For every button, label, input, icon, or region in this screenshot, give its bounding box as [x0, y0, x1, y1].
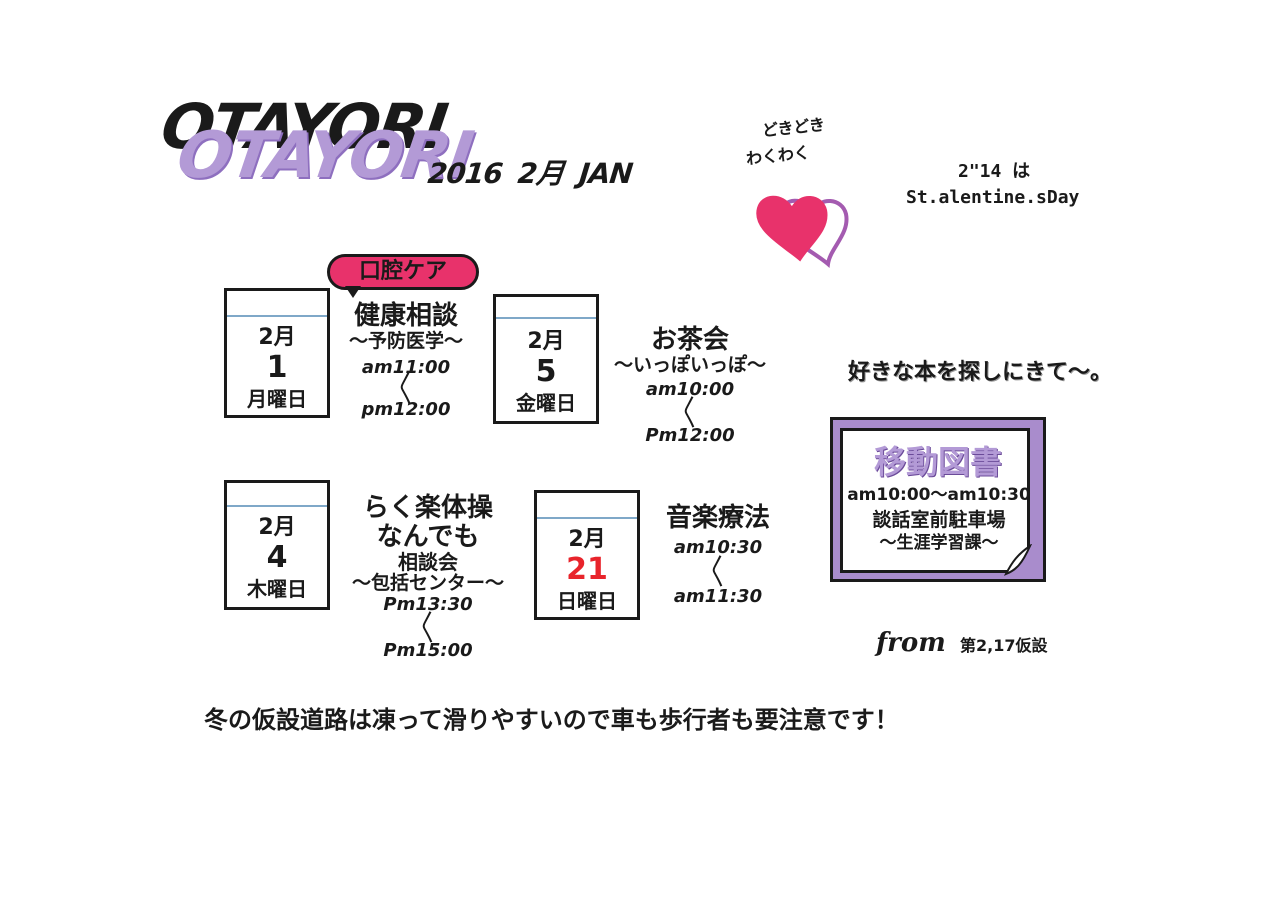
event-title-3: 相談会	[398, 550, 458, 575]
calendar-feb-5: 2月 5 金曜日	[493, 294, 599, 424]
event-1-info: 健康相談 ～予防医学～ am11:00 〱 pm12:00	[336, 302, 476, 421]
library-time: am10:00～am10:30	[847, 485, 1031, 505]
cal-weekday: 日曜日	[557, 589, 617, 613]
oral-care-badge: 口腔ケア	[327, 254, 479, 290]
calendar-feb-4: 2月 4 木曜日	[224, 480, 330, 610]
year: 2016	[426, 157, 504, 190]
cal-weekday: 月曜日	[247, 387, 307, 411]
event-title: 音楽療法	[665, 503, 770, 533]
cal-day: 5	[535, 354, 557, 389]
library-title: 移動図書	[873, 443, 1002, 481]
calendar-feb-1: 2月 1 月曜日	[224, 288, 330, 418]
cal-month: 2月	[258, 515, 296, 540]
event-sep: 〱	[709, 562, 726, 582]
subtitle: 2016 2月 JAN	[426, 157, 650, 190]
cal-month: 2月	[258, 325, 296, 350]
cal-day: 1	[266, 350, 288, 385]
library-card	[840, 428, 1030, 573]
from-org: 第2,17仮設	[960, 636, 1048, 655]
cal-day: 4	[266, 540, 288, 575]
library-place: 談話室前駐車場	[872, 509, 1006, 531]
event-end: pm12:00	[361, 399, 451, 421]
event-title: お茶会	[650, 325, 729, 355]
event-start: Pm13:30	[383, 594, 473, 616]
event-sep: 〱	[681, 403, 698, 423]
event-sub: ～包括センター～	[351, 572, 504, 595]
library-note: 好きな本を探しにきて～。	[848, 360, 1113, 385]
event-sep: 〱	[397, 379, 414, 399]
cal-month: 2月	[527, 329, 565, 354]
heart-label-2: わくわく	[745, 142, 811, 169]
month-en: JAN	[577, 157, 634, 190]
valentine-name: St.alentine.sDay	[906, 187, 1080, 208]
cal-weekday: 木曜日	[247, 577, 307, 601]
event-start: am11:00	[361, 357, 451, 379]
event-2-info: お茶会 ～いっぽいっぽ～ am10:00 〱 Pm12:00	[600, 326, 780, 447]
event-title-2: なんでも	[376, 521, 480, 552]
event-sep: 〱	[419, 617, 436, 637]
page-curl-icon	[1004, 544, 1032, 576]
heart-label-1: どきどき	[761, 114, 826, 141]
cal-weekday: 金曜日	[516, 391, 576, 415]
event-title: 健康相談	[353, 301, 458, 331]
event-start: am10:30	[673, 536, 763, 558]
event-end: am11:30	[673, 586, 763, 608]
event-end: Pm12:00	[645, 425, 735, 447]
cal-month: 2月	[568, 527, 606, 552]
from-label: from	[876, 628, 946, 658]
cal-day: 21	[566, 552, 608, 587]
event-start: am10:00	[645, 379, 735, 401]
event-sub: ～いっぽいっぽ～	[613, 353, 766, 376]
event-sub: ～予防医学～	[348, 329, 463, 352]
event-3-info: らく楽体操 なんでも 相談会 ～包括センター～ Pm13:30 〱 Pm15:0…	[336, 494, 520, 661]
valentine-date: 2"14 は	[958, 161, 1031, 182]
event-title: らく楽体操	[362, 493, 493, 523]
calendar-feb-21: 2月 21 日曜日	[534, 490, 640, 620]
hearts-icon	[756, 195, 849, 268]
month: 2月	[516, 157, 566, 190]
badge-tail	[345, 286, 361, 298]
event-4-info: 音楽療法 am10:30 〱 am11:30	[650, 504, 786, 608]
library-dept: ～生涯学習課～	[879, 533, 999, 553]
warning-text: 冬の仮設道路は凍って滑りやすいので車も歩行者も要注意です！	[204, 706, 899, 734]
event-end: Pm15:00	[383, 639, 473, 661]
